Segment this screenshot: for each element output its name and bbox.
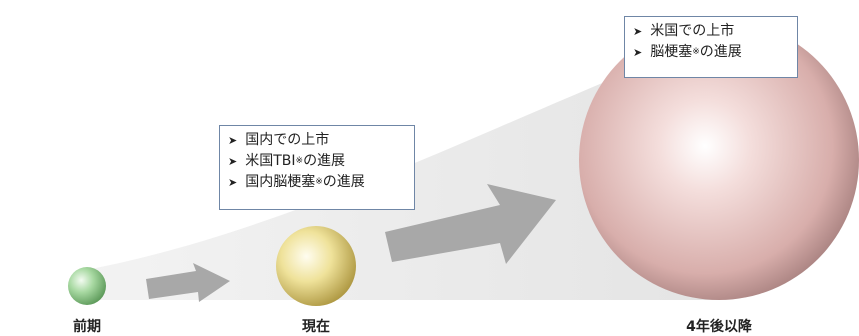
milestone-item: ➤ 米国での上市 [633,21,789,42]
sphere-future [579,20,859,300]
current-milestones-box: ➤ 国内での上市 ➤ 米国TBI※の進展 ➤ 国内脳梗塞※の進展 [219,125,415,210]
stage-label-future: 4年後以降 [686,319,752,335]
future-milestones-box: ➤ 米国での上市 ➤ 脳梗塞※の進展 [624,16,798,78]
footnote-mark: ※ [315,177,323,187]
sphere-current [276,226,356,306]
arrowhead-bullet-icon: ➤ [228,176,238,189]
arrowhead-bullet-icon: ➤ [633,25,643,38]
arrow-2 [385,184,556,264]
milestone-text: 国内脳梗塞 [245,174,316,190]
milestone-suffix: の進展 [303,153,346,169]
milestone-item: ➤ 米国TBI※の進展 [228,151,406,172]
stage-label-current: 現在 [302,319,330,335]
milestone-text: 米国での上市 [650,23,735,39]
growth-band [85,36,720,300]
milestone-text: 米国TBI [245,153,296,169]
arrowhead-bullet-icon: ➤ [228,155,238,168]
sphere-early [68,267,106,305]
milestone-text: 国内での上市 [245,132,330,148]
milestone-item: ➤ 脳梗塞※の進展 [633,42,789,63]
milestone-text: 脳梗塞 [650,44,693,60]
milestone-item: ➤ 国内脳梗塞※の進展 [228,172,406,193]
footnote-mark: ※ [692,47,700,57]
stage-label-early: 前期 [73,319,101,335]
arrowhead-bullet-icon: ➤ [228,134,238,147]
milestone-suffix: の進展 [699,44,742,60]
arrowhead-bullet-icon: ➤ [633,46,643,59]
milestone-suffix: の進展 [322,174,365,190]
arrow-1 [146,263,230,302]
footnote-mark: ※ [295,156,304,166]
milestone-item: ➤ 国内での上市 [228,130,406,151]
